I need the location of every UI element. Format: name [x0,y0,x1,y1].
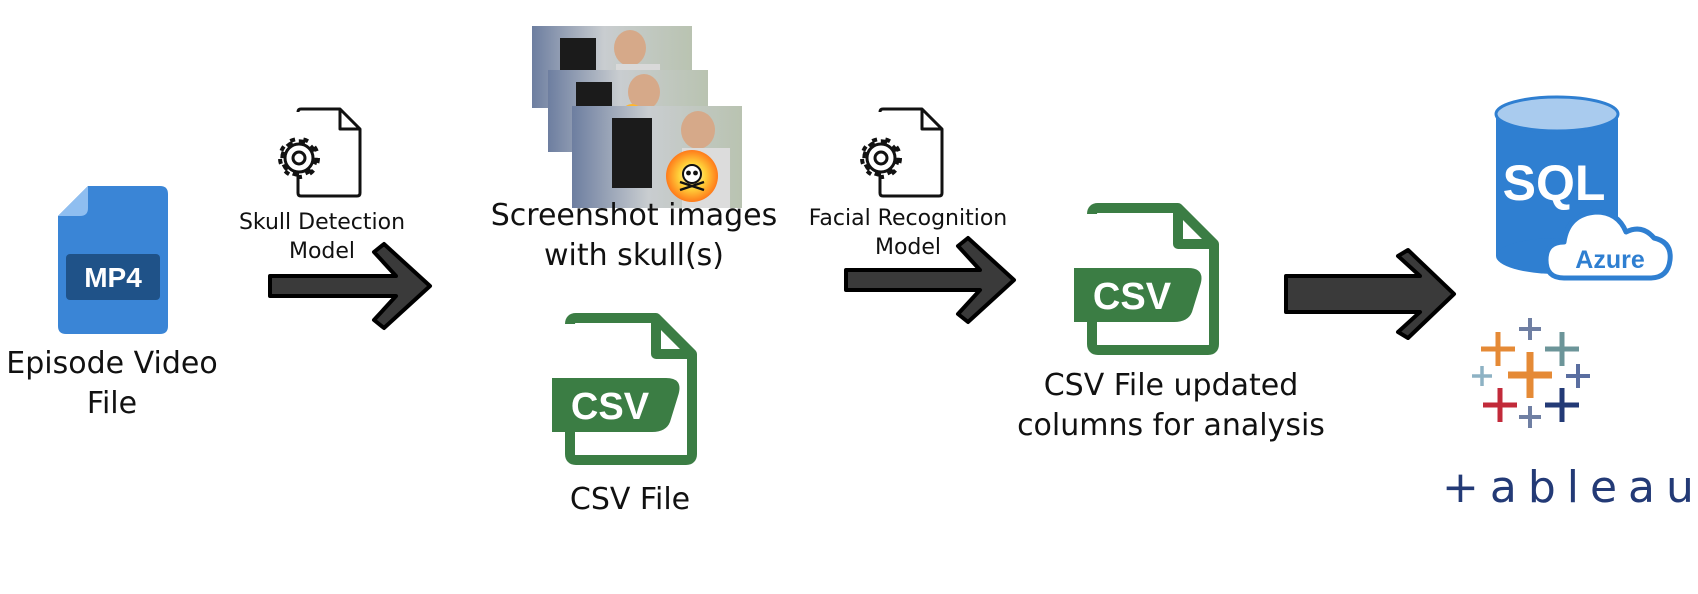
arrow-icon [842,236,1020,324]
gear-document-icon [272,106,372,200]
csv2-label-line2: columns for analysis [1017,407,1325,443]
csv-file-icon: CSV [1074,203,1224,355]
skull-model-label: Skull Detection Model [226,208,418,266]
csv1-label-text: CSV File [569,482,691,517]
screenshot-images [532,26,742,208]
csv-badge: CSV [1093,276,1172,318]
skull-icon [679,164,705,192]
azure-sql-database-icon: SQL Azure [1494,95,1674,286]
arrow-icon [266,242,436,330]
face-model-label-line1: Facial Recognition [808,206,1008,231]
csv-badge: CSV [571,386,650,428]
tableau-text: +ableau [1442,462,1698,513]
gear-document-icon [854,106,954,200]
csv2-label: CSV File updated columns for analysis [1008,366,1334,445]
video-label: Episode Video File [0,344,224,423]
sql-text: SQL [1503,155,1606,211]
screenshots-label-line2: with skull(s) [544,237,724,273]
screenshots-label-line1: Screenshot images [490,198,778,233]
tableau-logo [1438,318,1638,428]
tableau-wordmark: +ableau [1440,460,1694,513]
azure-text: Azure [1575,246,1645,274]
csv2-label-line1: CSV File updated [1043,368,1299,403]
face-model-label-line2: Model [874,235,942,261]
video-label-line2: File [86,385,138,421]
arrow-icon [1282,248,1460,340]
screenshots-label: Screenshot images with skull(s) [474,196,794,275]
skull-model-label-line2: Model [288,239,356,265]
skull-model-label-line1: Skull Detection [238,210,406,235]
face-model-label: Facial Recognition Model [794,204,1022,262]
screenshot-frame-front [572,106,742,208]
mp4-file-icon: MP4 [58,186,170,334]
video-label-line1: Episode Video [6,346,218,381]
azure-cloud-icon: Azure [1543,209,1673,281]
mp4-badge: MP4 [84,262,142,293]
tableau-crosses [1472,318,1590,428]
csv1-label: CSV File [540,480,720,520]
csv-file-icon: CSV [552,313,702,465]
